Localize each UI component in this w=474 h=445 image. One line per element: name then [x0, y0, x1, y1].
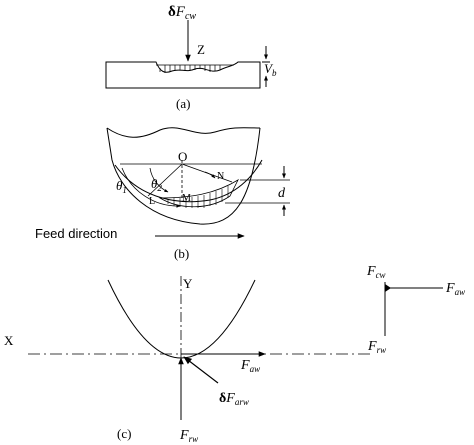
caption-a: (a)	[176, 96, 190, 111]
wheel-top-edge	[106, 127, 261, 138]
m-label: M	[182, 193, 191, 204]
frw-label: Frw	[179, 428, 198, 444]
z-label: Z	[197, 42, 205, 57]
parabola-curve	[107, 279, 256, 359]
x-label: X	[4, 333, 14, 348]
caption-c: (c)	[117, 426, 131, 441]
radial-line-l	[147, 163, 183, 197]
o-label: O	[178, 149, 187, 164]
theta2-arc	[149, 167, 169, 193]
force-label: δFcw	[168, 4, 196, 22]
theta2-label: θ2	[151, 176, 162, 193]
dfarw-label: δFarw	[219, 391, 249, 407]
d-label: d	[278, 186, 286, 201]
feed-direction-label: Feed direction	[35, 226, 117, 241]
side-fcw-label: Fcw	[366, 264, 386, 280]
side-force-diagram: Fcw Faw Frw	[366, 264, 465, 355]
theta1-arc	[121, 167, 181, 208]
y-label: Y	[183, 276, 193, 291]
side-arrow-head	[385, 284, 391, 292]
side-frw-label: Frw	[367, 339, 386, 355]
panel-a: δFcw Z Vb (a)	[105, 4, 277, 111]
worn-tool-block	[105, 61, 261, 89]
n-label: N	[217, 171, 224, 182]
panel-b: O θ1 θ2 N L M d Feed direction (b)	[35, 127, 290, 261]
n-arc	[204, 171, 216, 179]
caption-b: (b)	[174, 246, 189, 261]
panel-c: Y X Faw δFarw Frw (c)	[4, 276, 370, 444]
side-faw-label: Faw	[445, 281, 465, 297]
wear-region	[158, 178, 239, 208]
wear-hatch	[156, 64, 234, 73]
theta1-label: θ1	[116, 178, 127, 195]
faw-label: Faw	[240, 358, 260, 374]
dfarw-arrow	[183, 356, 219, 384]
l-label: L	[149, 196, 155, 207]
wheel-outer-contour	[106, 127, 261, 225]
vb-label: Vb	[264, 61, 277, 78]
